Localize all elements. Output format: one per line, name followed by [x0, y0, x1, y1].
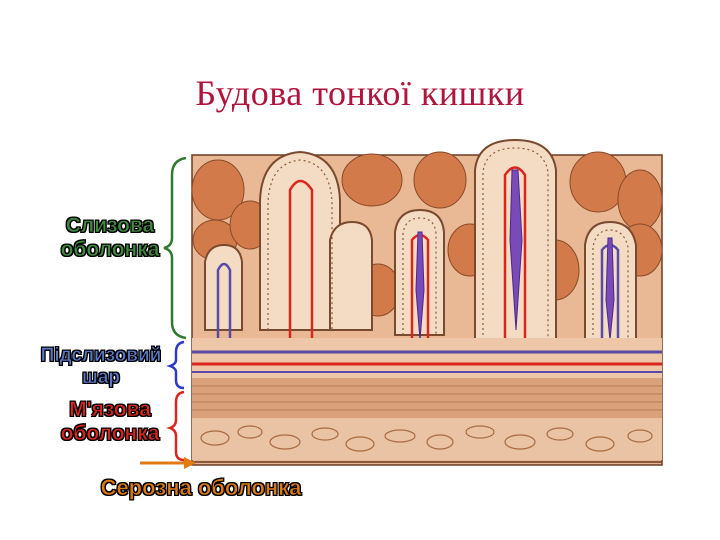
epithelium-lines [267, 147, 629, 345]
submucosa-vessels [192, 350, 662, 373]
muscle-fibers [192, 385, 662, 411]
outer-muscle-layer [192, 418, 662, 460]
muscle-label-line1: М'язова [69, 398, 151, 422]
mucosa-label-line1: Слизова [65, 214, 155, 238]
outer-muscle-cells [200, 425, 653, 452]
submucosa-label-line1: Підслизовий [40, 345, 162, 367]
lacteals [415, 169, 615, 341]
muscle-label: М'язова оболонка [58, 398, 162, 446]
mucosa-label: Слизова оболонка [58, 214, 162, 262]
serosa-label: Серозна оболонка [96, 475, 306, 500]
serosa-arrow [140, 457, 196, 469]
muscle-bracket [166, 390, 185, 462]
submucosa-bracket [166, 340, 185, 390]
mucosa-label-line2: оболонка [60, 238, 160, 262]
page-title: Будова тонкої кишки [195, 73, 525, 113]
inner-muscle-layer [192, 378, 662, 418]
serosa-label-text: Серозна оболонка [100, 475, 302, 500]
mucosa-bracket [163, 156, 187, 340]
submucosa-label: Підслизовий шар [40, 345, 162, 389]
muscle-label-line2: оболонка [60, 422, 160, 446]
submucosa-label-line2: шар [81, 367, 121, 389]
